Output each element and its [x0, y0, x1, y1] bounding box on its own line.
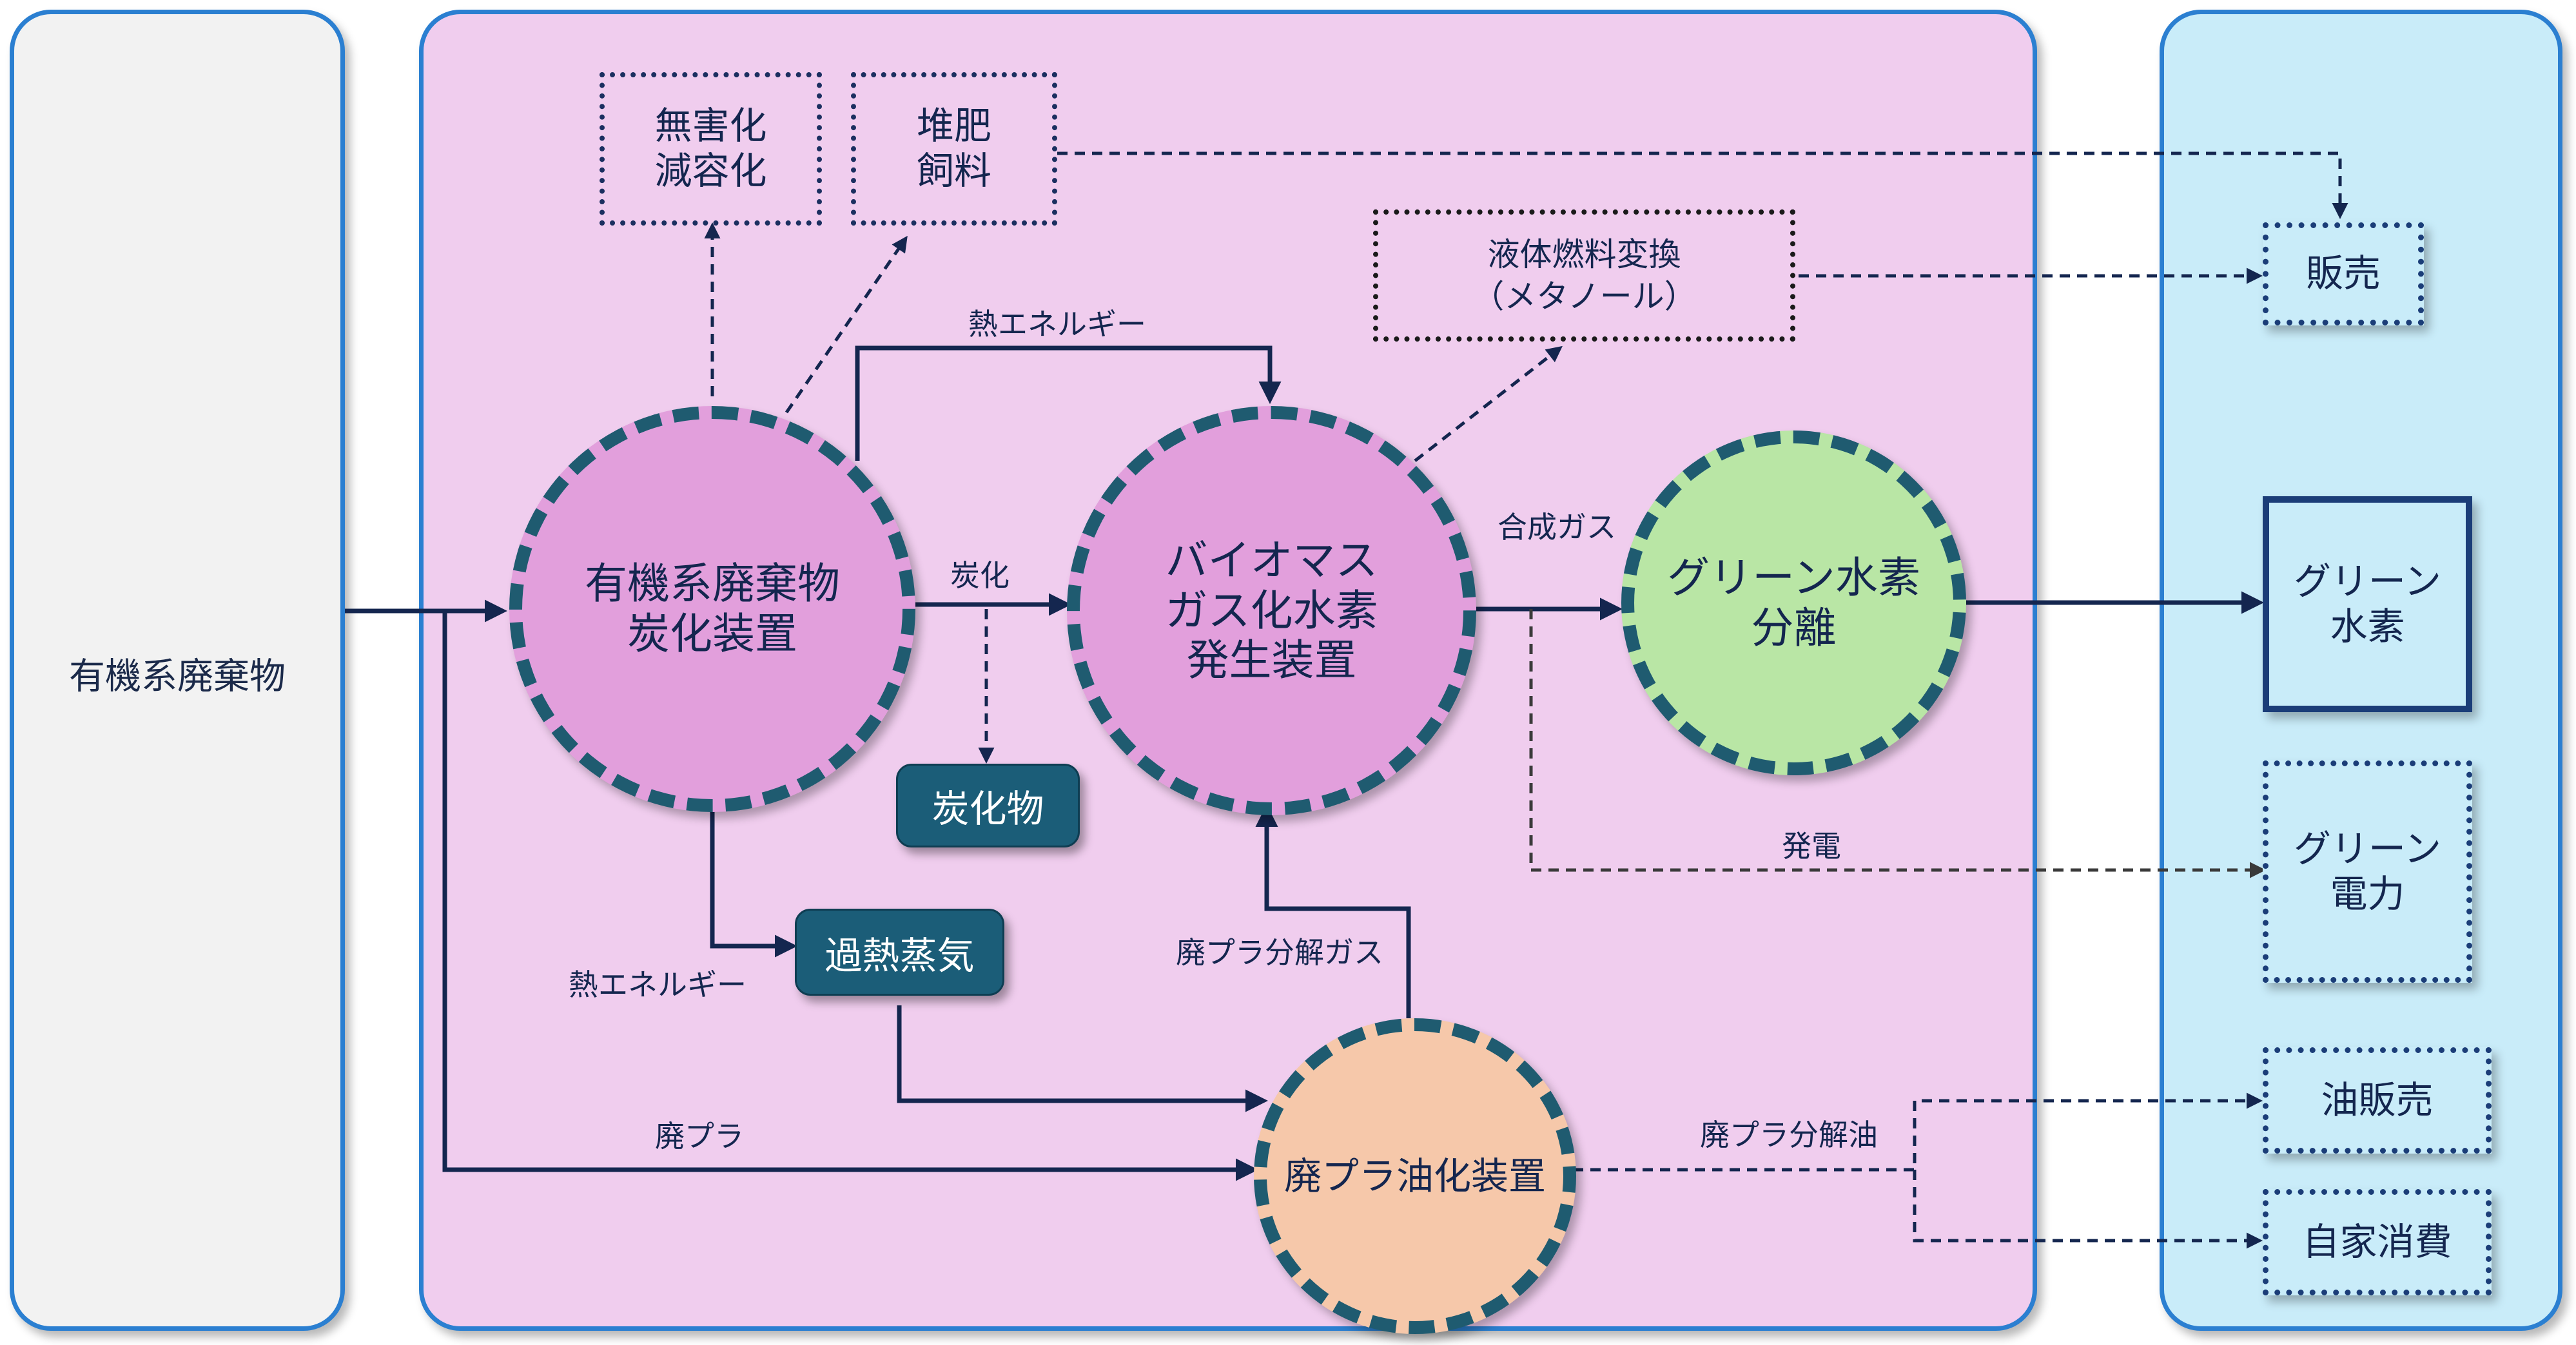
green-power-box: グリーン 電力: [2263, 760, 2472, 983]
arrow-power: [1529, 609, 2266, 878]
arrow-heat-top: [855, 345, 1282, 461]
input-panel: 有機系廃棄物: [10, 10, 345, 1331]
waste-plastic-label: 廃プラ: [655, 1119, 744, 1154]
arrow-heat-bottom: [710, 809, 797, 958]
liquid-fuel-box: 液体燃料変換 （メタノール）: [1373, 209, 1795, 342]
arrow-input-to-plastic-unit: [442, 611, 1258, 1181]
biomass-gasifier-node: バイオマス ガス化水素 発生装置: [1067, 406, 1476, 815]
green-h2-separation-node: グリーン水素 分離: [1621, 431, 1966, 775]
green-h2-separation-label: グリーン水素 分離: [1667, 552, 1920, 653]
syngas-label: 合成ガス: [1498, 510, 1616, 545]
compost-box: 堆肥 飼料: [851, 72, 1057, 226]
carbonizer-node: 有機系廃棄物 炭化装置: [509, 406, 915, 812]
arrow-compost-to-sales: [1057, 151, 2348, 219]
self-use-box: 自家消費: [2263, 1189, 2492, 1295]
steam-box: 過熱蒸気: [795, 909, 1004, 996]
heat-energy-top-label: 熱エネルギー: [968, 307, 1146, 342]
arrow-to-liquid-fuel: [1414, 345, 1563, 462]
carbonizer-label: 有機系廃棄物 炭化装置: [585, 559, 840, 659]
input-panel-title: 有機系廃棄物: [69, 655, 286, 698]
arrow-to-compost: [785, 235, 908, 414]
arrow-plastic-oil: [1573, 1092, 2263, 1172]
green-hydrogen-box: グリーン 水素: [2263, 496, 2472, 712]
arrow-steam-to-plastic: [897, 1005, 1268, 1112]
detox-box: 無害化 減容化: [600, 72, 822, 226]
carbonization-label: 炭化: [950, 558, 1010, 593]
plastic-oil-label: 廃プラ分解油: [1700, 1118, 1878, 1152]
plastic-oil-unit-label: 廃プラ油化装置: [1283, 1154, 1546, 1198]
biomass-gasifier-label: バイオマス ガス化水素 発生装置: [1165, 535, 1378, 686]
oil-sales-box: 油販売: [2263, 1047, 2492, 1154]
plastic-gas-label: 廃プラ分解ガス: [1176, 935, 1383, 970]
arrow-plastic-oil-self-use: [1913, 1170, 2263, 1249]
arrow-plastic-gas: [1255, 804, 1411, 1018]
plastic-oil-unit-node: 廃プラ油化装置: [1254, 1018, 1576, 1334]
power-generation-label: 発電: [1782, 829, 1841, 864]
heat-energy-bottom-label: 熱エネルギー: [569, 967, 746, 1002]
char-box: 炭化物: [896, 764, 1080, 847]
sales-box: 販売: [2263, 222, 2424, 325]
